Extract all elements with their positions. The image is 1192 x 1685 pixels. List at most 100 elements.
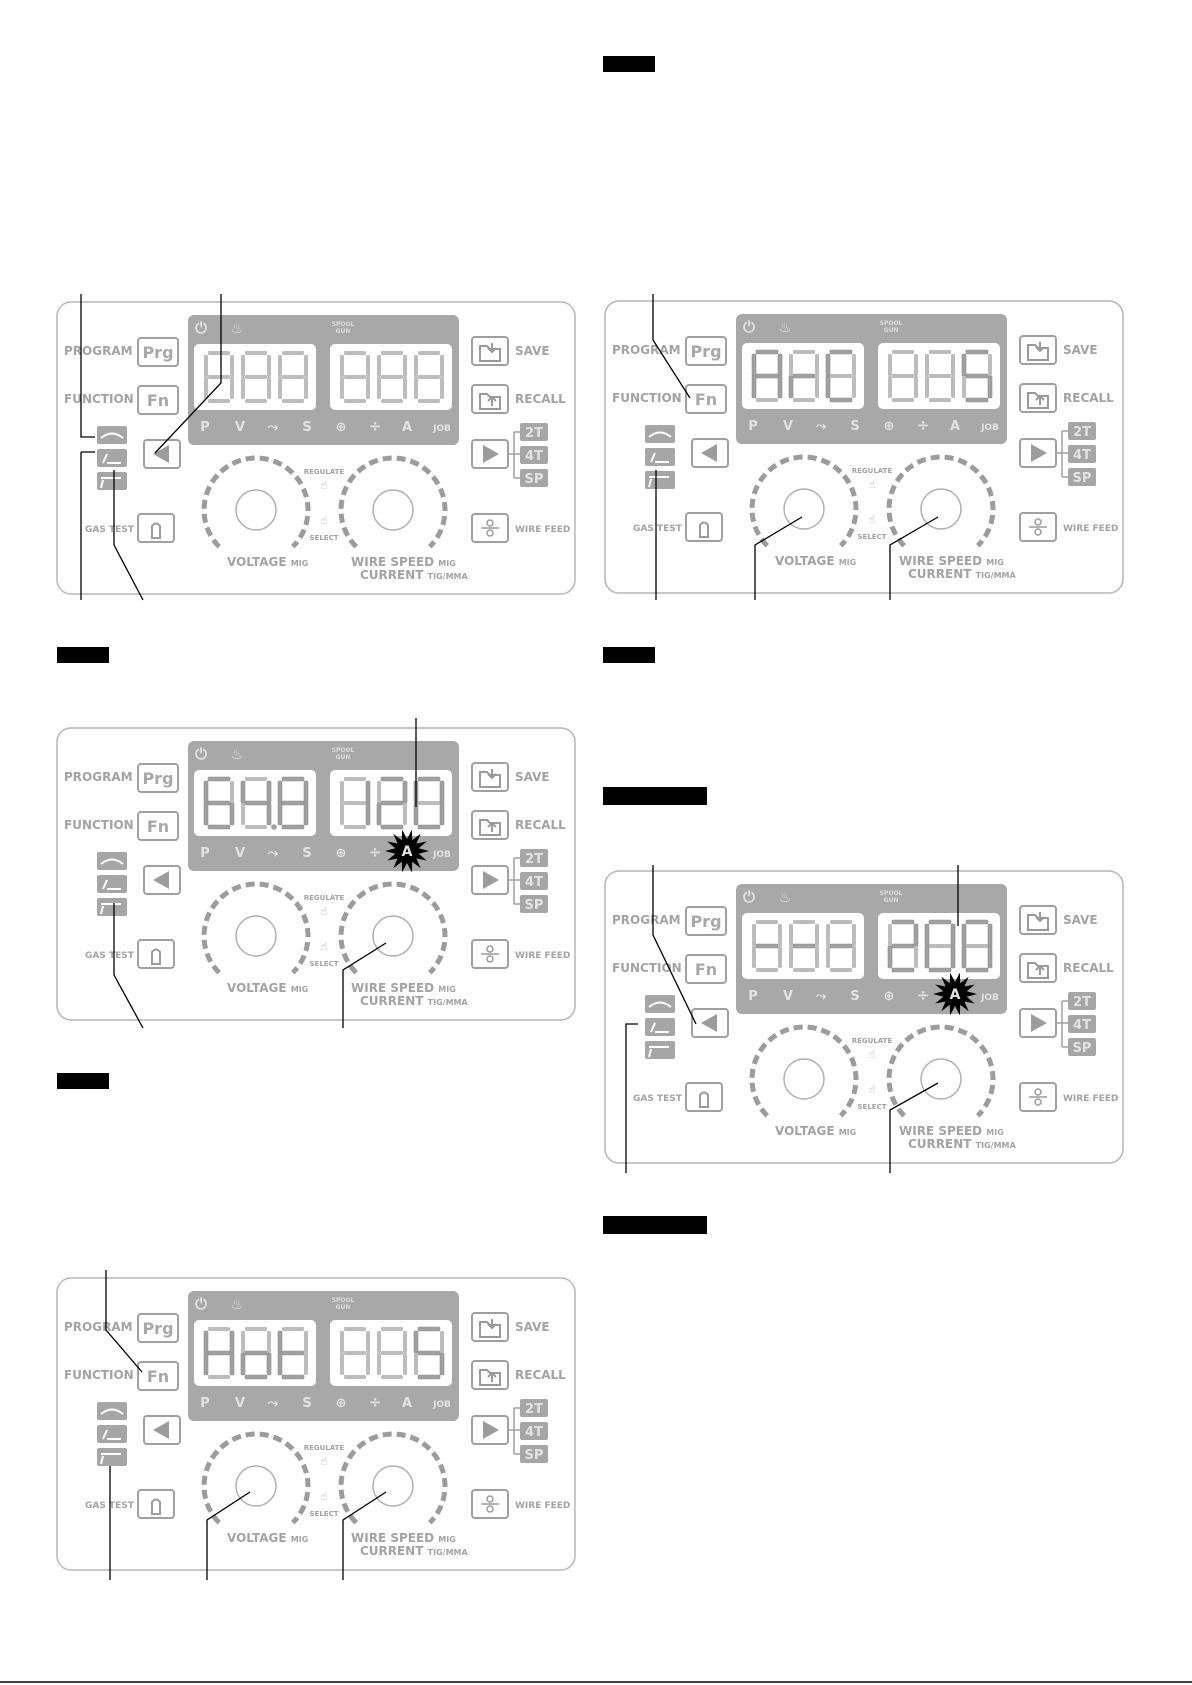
segment-g	[344, 1351, 366, 1355]
right-arrow-button[interactable]	[471, 1415, 509, 1445]
dial-knob[interactable]	[372, 1465, 414, 1507]
prg-button[interactable]: Prg	[685, 906, 727, 936]
left-arrow-button[interactable]	[691, 1008, 729, 1038]
mode-sp-button[interactable]: SP	[520, 1445, 548, 1463]
mma-electrode-icon[interactable]	[645, 1041, 675, 1059]
mode-4t-button[interactable]: 4T	[1068, 1015, 1096, 1033]
fn-button[interactable]: Fn	[137, 1361, 179, 1391]
tig-torch-icon[interactable]	[645, 1018, 675, 1036]
dial-knob[interactable]	[920, 1058, 962, 1100]
wire-speed-dial[interactable]	[886, 1024, 996, 1118]
tig-torch-icon[interactable]	[97, 1425, 127, 1443]
segment-b	[366, 1331, 370, 1353]
mig-torch-icon[interactable]	[97, 1402, 127, 1420]
mig-torch-icon[interactable]	[97, 426, 127, 444]
dial-knob[interactable]	[372, 489, 414, 531]
dial-knob[interactable]	[235, 489, 277, 531]
gas-test-button[interactable]	[685, 512, 723, 542]
prg-button[interactable]: Prg	[137, 763, 179, 793]
wire-speed-dial[interactable]	[338, 455, 448, 549]
wire-feed-button[interactable]	[471, 513, 509, 543]
left-arrow-button[interactable]	[691, 438, 729, 468]
voltage-dial[interactable]	[749, 1024, 859, 1118]
voltage-dial[interactable]	[201, 1431, 311, 1525]
save-button[interactable]	[471, 1312, 509, 1342]
fn-button[interactable]: Fn	[137, 811, 179, 841]
mma-electrode-icon[interactable]	[97, 472, 127, 490]
mode-2t-button[interactable]: 2T	[520, 1399, 548, 1417]
right-arrow-button[interactable]	[471, 439, 509, 469]
wire-feed-button[interactable]	[471, 939, 509, 969]
mode-sp-button[interactable]: SP	[520, 469, 548, 487]
mode-2t-button[interactable]: 2T	[1068, 992, 1096, 1010]
segment-b	[440, 1331, 444, 1353]
right-arrow-button[interactable]	[471, 865, 509, 895]
fn-button[interactable]: Fn	[137, 385, 179, 415]
prg-button[interactable]: Prg	[137, 1313, 179, 1343]
voltage-dial[interactable]	[749, 454, 859, 548]
segment-c	[914, 946, 918, 968]
save-button[interactable]	[471, 336, 509, 366]
mma-electrode-icon[interactable]	[97, 898, 127, 916]
save-button[interactable]	[1019, 335, 1057, 365]
dial-knob[interactable]	[920, 488, 962, 530]
right-arrow-button[interactable]	[1019, 1008, 1057, 1038]
save-button[interactable]	[1019, 905, 1057, 935]
gas-test-button[interactable]	[137, 939, 175, 969]
fn-button[interactable]: Fn	[685, 384, 727, 414]
wire-feed-button[interactable]	[471, 1489, 509, 1519]
gas-test-button[interactable]	[137, 1489, 175, 1519]
indicator-p: P	[748, 989, 758, 1004]
dial-knob[interactable]	[235, 915, 277, 957]
mode-sp-button[interactable]: SP	[1068, 1038, 1096, 1056]
left-arrow-button[interactable]	[143, 865, 181, 895]
mode-sp-button[interactable]: SP	[520, 895, 548, 913]
recall-button[interactable]	[471, 1360, 509, 1390]
mode-4t-button[interactable]: 4T	[520, 446, 548, 464]
recall-button[interactable]	[471, 810, 509, 840]
indicator-s: S	[302, 846, 311, 861]
wire-feed-button[interactable]	[1019, 1082, 1057, 1112]
mode-2t-button[interactable]: 2T	[1068, 422, 1096, 440]
mode-4t-button[interactable]: 4T	[1068, 445, 1096, 463]
mig-torch-icon[interactable]	[645, 995, 675, 1013]
voltage-dial[interactable]	[201, 881, 311, 975]
mig-torch-icon[interactable]	[97, 852, 127, 870]
wire-speed-dial[interactable]	[338, 1431, 448, 1525]
dial-knob[interactable]	[235, 1465, 277, 1507]
tig-torch-icon[interactable]	[645, 448, 675, 466]
recall-button[interactable]	[1019, 953, 1057, 983]
tig-torch-icon[interactable]	[97, 875, 127, 893]
mode-sp-button[interactable]: SP	[1068, 468, 1096, 486]
mode-2t-button[interactable]: 2T	[520, 849, 548, 867]
wire-speed-dial[interactable]	[338, 881, 448, 975]
gas-test-button[interactable]	[137, 513, 175, 543]
save-button[interactable]	[471, 762, 509, 792]
prg-button[interactable]: Prg	[137, 337, 179, 367]
mode-2t-button[interactable]: 2T	[520, 423, 548, 441]
dial-knob[interactable]	[783, 1058, 825, 1100]
mode-4t-button[interactable]: 4T	[520, 1422, 548, 1440]
mig-torch-icon[interactable]	[645, 425, 675, 443]
tig-torch-icon-glyph	[102, 879, 121, 890]
left-arrow-button[interactable]	[143, 1415, 181, 1445]
recall-button[interactable]	[1019, 383, 1057, 413]
dial-knob[interactable]	[372, 915, 414, 957]
gas-test-button[interactable]	[685, 1082, 723, 1112]
segment-c	[914, 376, 918, 398]
wire-feed-button[interactable]	[1019, 512, 1057, 542]
mode-4t-button[interactable]: 4T	[520, 872, 548, 890]
recall-button[interactable]	[471, 384, 509, 414]
mig-torch-icon-glyph	[100, 1408, 124, 1415]
wire-speed-dial[interactable]	[886, 454, 996, 548]
mma-electrode-icon[interactable]	[645, 471, 675, 489]
prg-button[interactable]: Prg	[685, 336, 727, 366]
dial-knob[interactable]	[783, 488, 825, 530]
voltage-dial[interactable]	[201, 455, 311, 549]
fn-button[interactable]: Fn	[685, 954, 727, 984]
mode-frame	[1068, 992, 1096, 1010]
left-arrow-button[interactable]	[143, 439, 181, 469]
right-arrow-button[interactable]	[1019, 438, 1057, 468]
mma-electrode-icon[interactable]	[97, 1448, 127, 1466]
tig-torch-icon[interactable]	[97, 449, 127, 467]
